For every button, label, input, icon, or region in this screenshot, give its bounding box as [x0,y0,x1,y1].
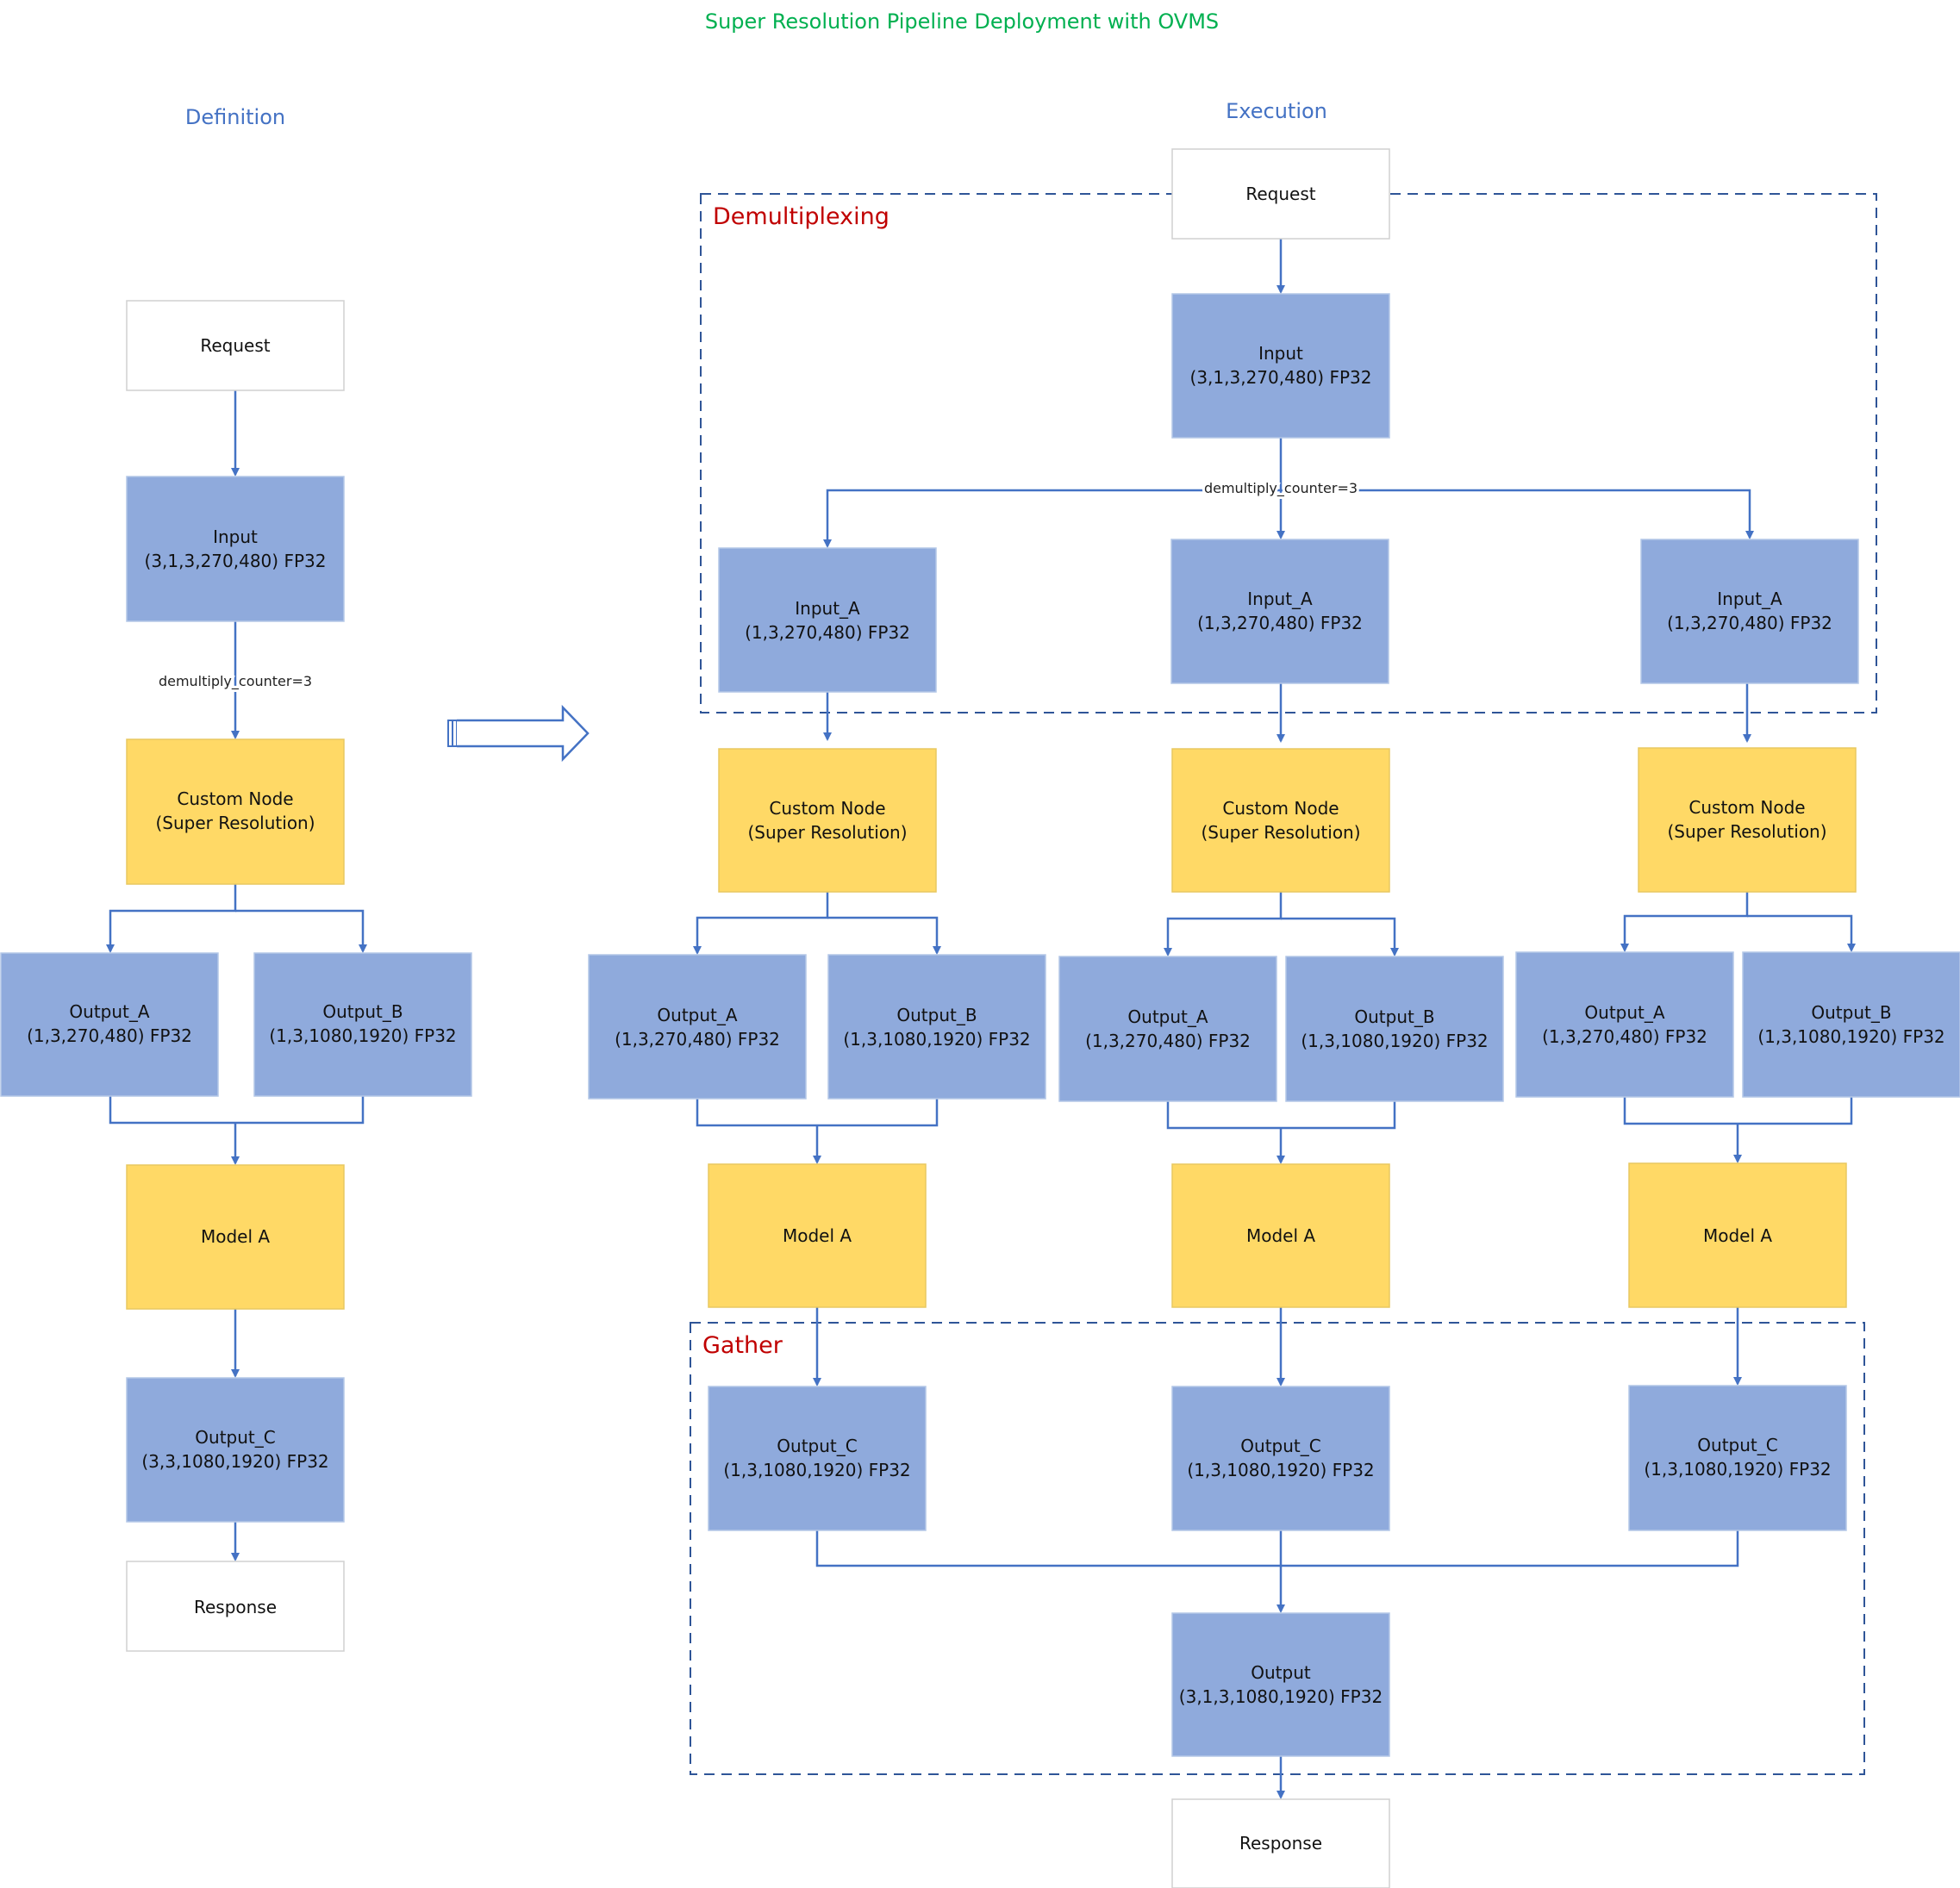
b3-model-label: Model A [1703,1225,1772,1246]
def-edge-label: demultiply_counter=3 [159,673,312,690]
def-model-label: Model A [201,1226,270,1247]
b2-output-c-node[interactable]: Output_C (1,3,1080,1920) FP32 [1171,1386,1390,1531]
exec-input-title: Input [1258,343,1303,364]
b1-output-b-title: Output_B [896,1005,977,1025]
gather-label: Gather [702,1332,783,1359]
exec-input-node[interactable]: Input (3,1,3,270,480) FP32 [1171,293,1390,439]
b1-output-b-node[interactable]: Output_B (1,3,1080,1920) FP32 [827,954,1046,1100]
b3-custom-node-title: Custom Node [1688,797,1805,818]
exec-response-node[interactable]: Response [1171,1798,1390,1888]
b2-custom-node[interactable]: Custom Node (Super Resolution) [1171,748,1390,893]
b3-output-c-node[interactable]: Output_C (1,3,1080,1920) FP32 [1628,1385,1847,1531]
exec-request-node[interactable]: Request [1171,148,1390,240]
def-output-a-shape: (1,3,270,480) FP32 [27,1025,192,1046]
b1-input-a-node[interactable]: Input_A (1,3,270,480) FP32 [718,547,937,693]
b1-model-node[interactable]: Model A [708,1163,927,1308]
b2-input-a-node[interactable]: Input_A (1,3,270,480) FP32 [1170,539,1389,684]
exec-request-label: Request [1245,184,1315,204]
b3-input-a-node[interactable]: Input_A (1,3,270,480) FP32 [1640,539,1859,684]
b3-model-node[interactable]: Model A [1628,1162,1847,1308]
def-input-title: Input [213,527,258,547]
b3-output-a-title: Output_A [1584,1002,1664,1023]
b1-custom-node-subtitle: (Super Resolution) [747,822,907,843]
b2-output-c-shape: (1,3,1080,1920) FP32 [1187,1460,1374,1480]
b2-input-a-title: Input_A [1247,589,1313,609]
b1-output-c-node[interactable]: Output_C (1,3,1080,1920) FP32 [708,1386,927,1531]
exec-edge-label: demultiply_counter=3 [1204,480,1358,497]
b1-model-label: Model A [783,1225,852,1246]
b1-output-c-shape: (1,3,1080,1920) FP32 [723,1460,910,1480]
transform-arrow-icon [447,704,590,763]
b3-output-c-shape: (1,3,1080,1920) FP32 [1644,1459,1831,1480]
b3-output-b-shape: (1,3,1080,1920) FP32 [1757,1026,1944,1047]
exec-response-label: Response [1239,1833,1322,1854]
exec-connectors [693,239,1856,1799]
b2-output-a-node[interactable]: Output_A (1,3,270,480) FP32 [1058,956,1277,1102]
def-output-b-node[interactable]: Output_B (1,3,1080,1920) FP32 [253,952,472,1097]
def-output-c-title: Output_C [195,1427,275,1448]
b1-output-a-title: Output_A [657,1005,737,1025]
execution-heading: Execution [1226,99,1327,123]
b2-custom-node-title: Custom Node [1222,798,1339,819]
def-output-a-title: Output_A [69,1001,149,1022]
def-response-label: Response [194,1597,277,1617]
b2-input-a-shape: (1,3,270,480) FP32 [1197,613,1363,633]
def-request-label: Request [200,335,270,356]
def-output-c-node[interactable]: Output_C (3,3,1080,1920) FP32 [126,1377,345,1523]
definition-heading: Definition [185,105,285,129]
exec-output-node[interactable]: Output (3,1,3,1080,1920) FP32 [1171,1612,1390,1757]
def-output-b-shape: (1,3,1080,1920) FP32 [269,1025,456,1046]
b2-model-node[interactable]: Model A [1171,1163,1390,1308]
exec-output-title: Output [1251,1662,1311,1683]
b2-output-b-shape: (1,3,1080,1920) FP32 [1301,1031,1488,1051]
b2-output-b-node[interactable]: Output_B (1,3,1080,1920) FP32 [1285,956,1504,1102]
b1-input-a-title: Input_A [795,598,860,619]
exec-input-shape: (3,1,3,270,480) FP32 [1190,367,1372,388]
def-custom-node[interactable]: Custom Node (Super Resolution) [126,738,345,885]
b2-output-a-shape: (1,3,270,480) FP32 [1085,1031,1251,1051]
exec-output-shape: (3,1,3,1080,1920) FP32 [1179,1686,1383,1707]
b2-custom-node-subtitle: (Super Resolution) [1201,822,1360,843]
demultiplexing-label: Demultiplexing [713,203,889,230]
b3-output-b-title: Output_B [1811,1002,1891,1023]
b1-input-a-shape: (1,3,270,480) FP32 [745,622,910,643]
b3-output-b-node[interactable]: Output_B (1,3,1080,1920) FP32 [1742,951,1960,1098]
def-connectors [106,390,367,1561]
b3-input-a-title: Input_A [1717,589,1782,609]
branch-2: Input_A (1,3,270,480) FP32 Custom Node (… [1058,539,1504,1531]
branch-1: Input_A (1,3,270,480) FP32 Custom Node (… [588,547,1046,1531]
b3-output-a-shape: (1,3,270,480) FP32 [1542,1026,1707,1047]
b3-output-a-node[interactable]: Output_A (1,3,270,480) FP32 [1515,951,1734,1098]
def-output-a-node[interactable]: Output_A (1,3,270,480) FP32 [0,952,219,1097]
b1-custom-node-title: Custom Node [769,798,885,819]
def-input-shape: (3,1,3,270,480) FP32 [145,551,327,571]
def-input-node[interactable]: Input (3,1,3,270,480) FP32 [126,476,345,622]
def-custom-node-subtitle: (Super Resolution) [155,813,315,833]
b1-output-c-title: Output_C [777,1436,857,1456]
b1-output-a-node[interactable]: Output_A (1,3,270,480) FP32 [588,954,807,1100]
b2-model-label: Model A [1246,1225,1315,1246]
diagram-title: Super Resolution Pipeline Deployment wit… [705,9,1219,34]
branch-3: Input_A (1,3,270,480) FP32 Custom Node (… [1515,539,1960,1531]
def-custom-node-title: Custom Node [177,788,293,809]
gather-region [690,1322,1865,1775]
b3-input-a-shape: (1,3,270,480) FP32 [1667,613,1832,633]
def-output-b-title: Output_B [322,1001,403,1022]
b3-custom-node-subtitle: (Super Resolution) [1667,821,1826,842]
def-model-node[interactable]: Model A [126,1164,345,1310]
b3-output-c-title: Output_C [1697,1435,1777,1455]
b3-custom-node[interactable]: Custom Node (Super Resolution) [1638,747,1857,893]
b1-output-b-shape: (1,3,1080,1920) FP32 [843,1029,1030,1050]
b1-custom-node[interactable]: Custom Node (Super Resolution) [718,748,937,893]
b2-output-c-title: Output_C [1240,1436,1320,1456]
def-request-node[interactable]: Request [126,300,345,391]
def-output-c-shape: (3,3,1080,1920) FP32 [141,1451,328,1472]
b1-output-a-shape: (1,3,270,480) FP32 [615,1029,780,1050]
def-response-node[interactable]: Response [126,1561,345,1652]
b2-output-a-title: Output_A [1127,1006,1208,1027]
b2-output-b-title: Output_B [1354,1006,1434,1027]
